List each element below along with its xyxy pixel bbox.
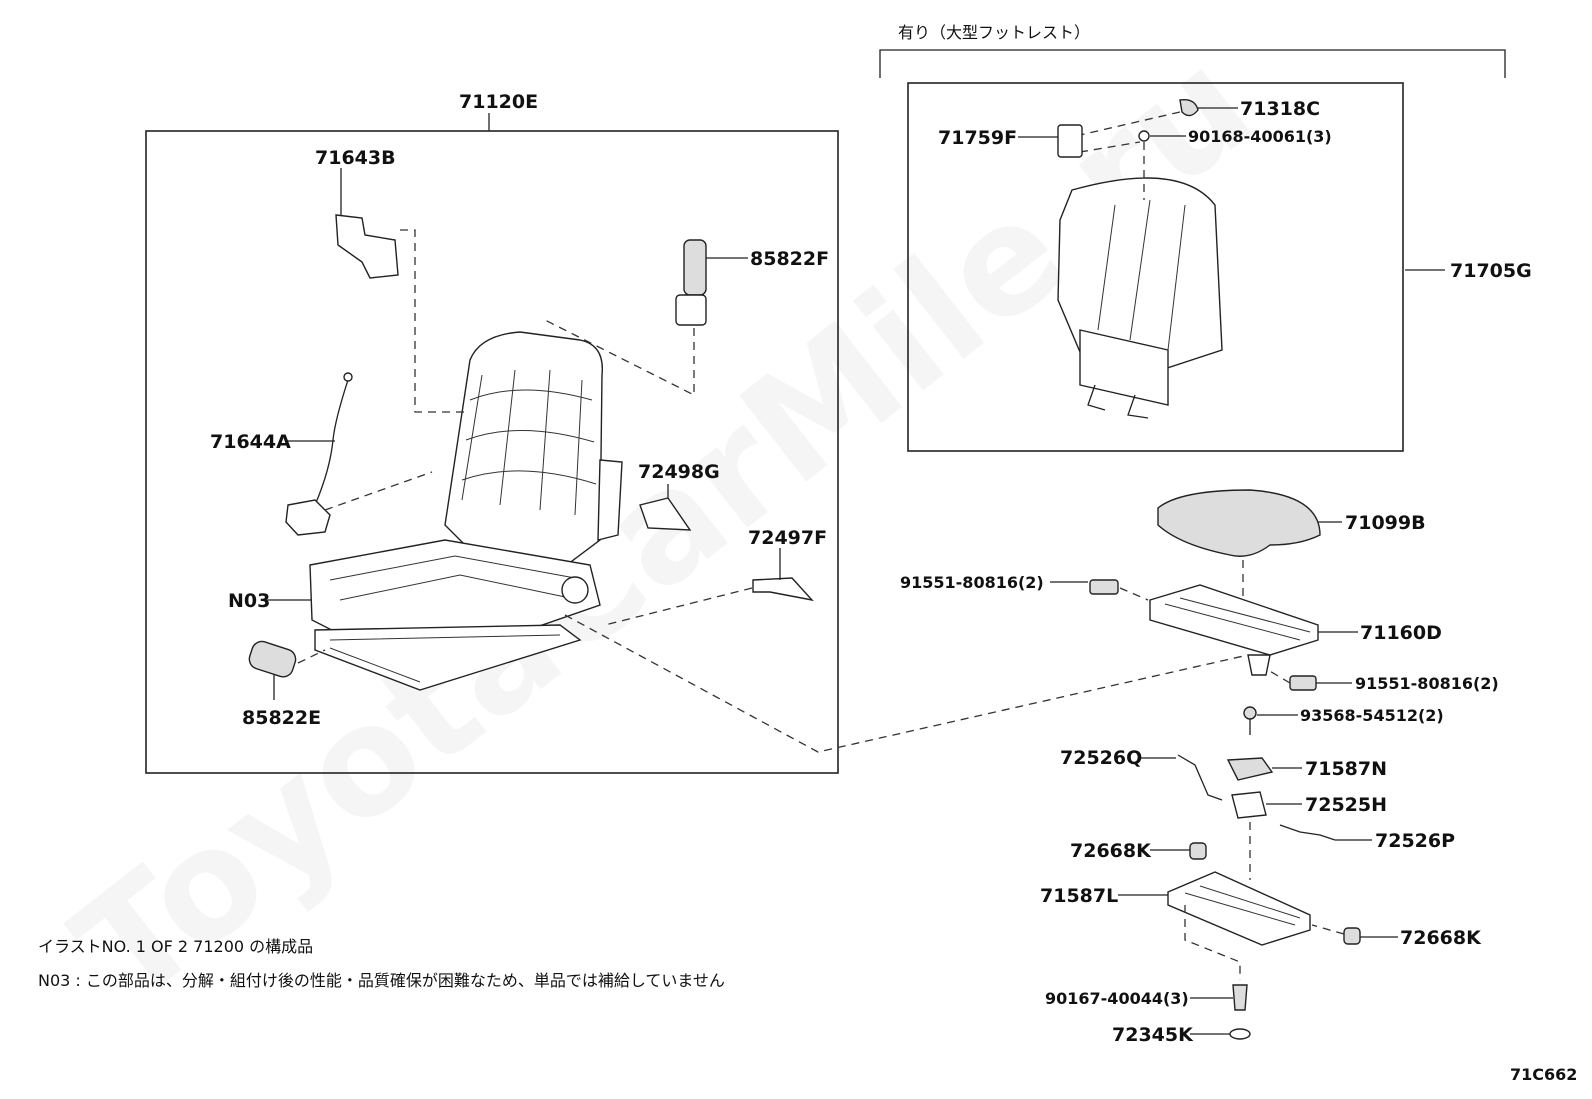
label-85822E[interactable]: 85822E	[242, 707, 321, 729]
footrest-assembly: 71705G 71318C 90168-40061(3) 71759F	[907, 82, 1532, 452]
part-72525H: 72525H	[1231, 791, 1387, 880]
part-71160D: 71160D	[1149, 584, 1442, 676]
label-71587L[interactable]: 71587L	[1040, 885, 1118, 907]
part-72526Q: 72526Q	[1060, 747, 1223, 801]
label-91551-80816-a[interactable]: 91551-80816(2)	[900, 573, 1044, 592]
part-71318C: 71318C	[1079, 98, 1320, 136]
note-line-1: イラストNO. 1 OF 2 71200 の構成品	[38, 937, 313, 956]
part-72668K-b: 72668K	[1311, 924, 1482, 949]
label-93568-54512[interactable]: 93568-54512(2)	[1300, 706, 1444, 725]
figure-code: 71C662	[1510, 1065, 1577, 1084]
label-72525H[interactable]: 72525H	[1305, 794, 1387, 816]
part-71587L: 71587L	[1040, 871, 1311, 980]
part-90167-40044: 90167-40044(3)	[1045, 984, 1248, 1011]
label-72497F[interactable]: 72497F	[748, 527, 827, 549]
part-85822E: 85822E	[242, 640, 326, 729]
label-71759F[interactable]: 71759F	[938, 127, 1017, 149]
seat-cushion-frame	[309, 539, 601, 691]
group-bracket: 有り（大型フットレスト）	[879, 23, 1506, 78]
label-71099B[interactable]: 71099B	[1345, 512, 1426, 534]
label-90168-40061[interactable]: 90168-40061(3)	[1188, 127, 1332, 146]
label-72526Q[interactable]: 72526Q	[1060, 747, 1142, 769]
label-72498G[interactable]: 72498G	[638, 461, 720, 483]
part-71644A: 71644A	[210, 372, 433, 536]
label-N03[interactable]: N03	[228, 590, 270, 612]
part-85822F: 85822F	[544, 239, 829, 397]
connector-dashed	[564, 614, 1249, 753]
part-71587N: 71587N	[1226, 757, 1387, 781]
label-72668K-b[interactable]: 72668K	[1400, 927, 1482, 949]
label-71160D[interactable]: 71160D	[1360, 622, 1442, 644]
seat-frame-assembly: 71120E 71643B 85822F	[145, 91, 839, 774]
part-72498G: 72498G	[638, 461, 720, 531]
label-71587N[interactable]: 71587N	[1305, 758, 1387, 780]
label-91551-80816-b[interactable]: 91551-80816(2)	[1355, 674, 1499, 693]
part-71705G-body	[1057, 177, 1223, 419]
seat-back-frame	[444, 331, 623, 571]
group-label: 有り（大型フットレスト）	[898, 23, 1090, 42]
part-71099B: 71099B	[1157, 489, 1426, 600]
part-93568-54512: 93568-54512(2)	[1243, 706, 1444, 735]
part-91551-80816-b: 91551-80816(2)	[1267, 669, 1499, 693]
label-71644A[interactable]: 71644A	[210, 431, 291, 453]
part-72668K-a: 72668K	[1070, 840, 1207, 862]
label-72345K[interactable]: 72345K	[1112, 1024, 1194, 1046]
part-71759F: 71759F	[938, 124, 1083, 158]
part-N03: N03	[228, 590, 312, 612]
note-line-2: N03 : この部品は、分解・組付け後の性能・品質確保が困難なため、単品では補給…	[38, 971, 725, 990]
label-71705G[interactable]: 71705G	[1450, 260, 1532, 282]
label-71643B[interactable]: 71643B	[315, 147, 396, 169]
label-72668K-a[interactable]: 72668K	[1070, 840, 1152, 862]
part-90168-40061: 90168-40061(3)	[1079, 127, 1332, 200]
part-72345K: 72345K	[1112, 1024, 1251, 1046]
label-90167-40044[interactable]: 90167-40044(3)	[1045, 989, 1189, 1008]
part-72526P: 72526P	[1279, 824, 1455, 852]
part-91551-80816-a: 91551-80816(2)	[900, 573, 1149, 601]
part-71643B: 71643B	[315, 147, 470, 413]
label-71318C[interactable]: 71318C	[1240, 98, 1320, 120]
label-72526P[interactable]: 72526P	[1375, 830, 1455, 852]
part-72497F: 72497F	[604, 527, 827, 626]
label-85822F[interactable]: 85822F	[750, 248, 829, 270]
label-71120E[interactable]: 71120E	[459, 91, 538, 113]
